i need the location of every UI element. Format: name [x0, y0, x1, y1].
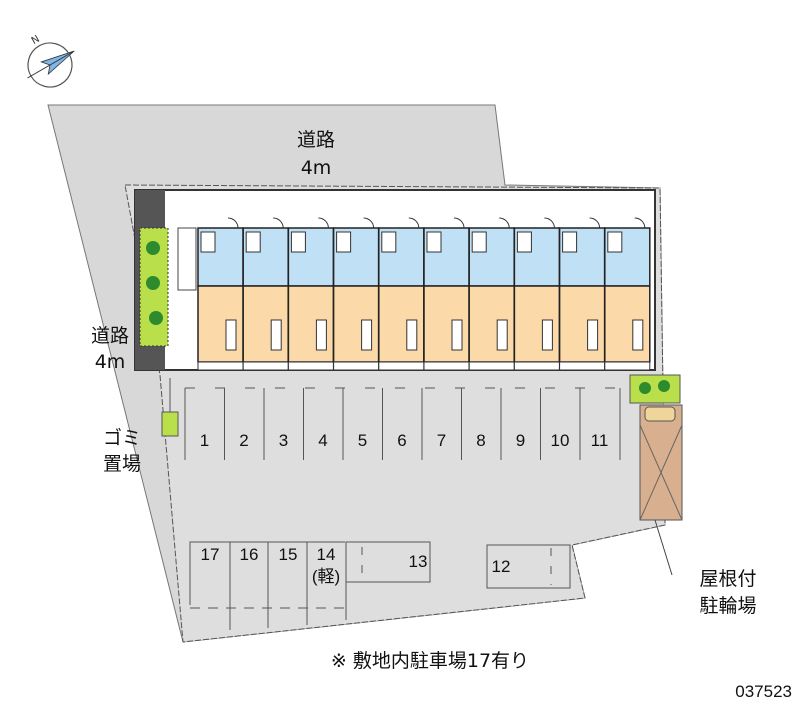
apartment-unit: [242, 217, 289, 371]
garbage-label-1: ゴミ: [103, 427, 141, 449]
tree-icon: [146, 241, 160, 255]
tree-icon: [658, 380, 670, 392]
apartment-unit: [423, 217, 470, 371]
parking-space-17: 17: [201, 545, 220, 564]
apartment-unit: [332, 217, 380, 371]
parking-space-12: 12: [492, 557, 511, 576]
leader-line: [654, 519, 673, 576]
parking-space-13: 13: [409, 552, 428, 571]
parking-space-8: 8: [476, 431, 485, 450]
tree-icon: [149, 311, 163, 325]
top-road-label: 道路: [297, 129, 335, 151]
planting-box: [629, 374, 681, 404]
apartment-unit: [468, 217, 515, 371]
bike-parking: [639, 404, 683, 521]
parking-space-6: 6: [397, 431, 406, 450]
apartment-unit: [287, 217, 335, 371]
stairs: [177, 227, 197, 291]
parking-space-11: 11: [591, 431, 609, 450]
parking-space-5: 5: [358, 431, 367, 450]
parking-space-14: 14: [317, 545, 336, 564]
parking-upper: 1 2 3 4 5 6 7 8 9 10 11: [184, 387, 621, 460]
left-road-label: 道路: [91, 325, 129, 347]
compass-icon: N: [27, 34, 75, 88]
parking-space-9: 9: [516, 431, 525, 450]
parking-space-1: 1: [200, 431, 209, 450]
apartment-unit: [513, 217, 561, 371]
tree-icon: [639, 382, 651, 394]
property-code: 037523: [735, 682, 792, 701]
garbage-area: [161, 411, 179, 437]
parking-space-16: 16: [240, 545, 259, 564]
apartment-unit: [197, 217, 244, 371]
tree-icon: [146, 276, 160, 290]
compass-north-label: N: [30, 34, 42, 47]
apartment-unit: [604, 217, 651, 371]
parking-lower: 17 16 15 14 (軽) 13 12: [189, 541, 571, 630]
parking-space-2: 2: [239, 431, 248, 450]
parking-note: ※ 敷地内駐車場17有り: [331, 650, 529, 672]
apartment-unit: [558, 217, 606, 371]
apartment-building: [134, 189, 656, 371]
parking-space-3: 3: [279, 431, 288, 450]
parking-space-4: 4: [318, 431, 327, 450]
left-road-width: 4m: [95, 351, 126, 373]
kei-car-label: (軽): [312, 567, 340, 586]
parking-space-10: 10: [551, 431, 570, 450]
parking-space-7: 7: [437, 431, 446, 450]
bike-label-2: 駐輪場: [699, 595, 756, 617]
parking-space-15: 15: [279, 545, 298, 564]
bike-label-1: 屋根付: [699, 568, 756, 590]
garbage-label-2: 置場: [103, 453, 141, 475]
top-road-width: 4m: [301, 157, 332, 179]
apartment-unit: [378, 217, 425, 371]
